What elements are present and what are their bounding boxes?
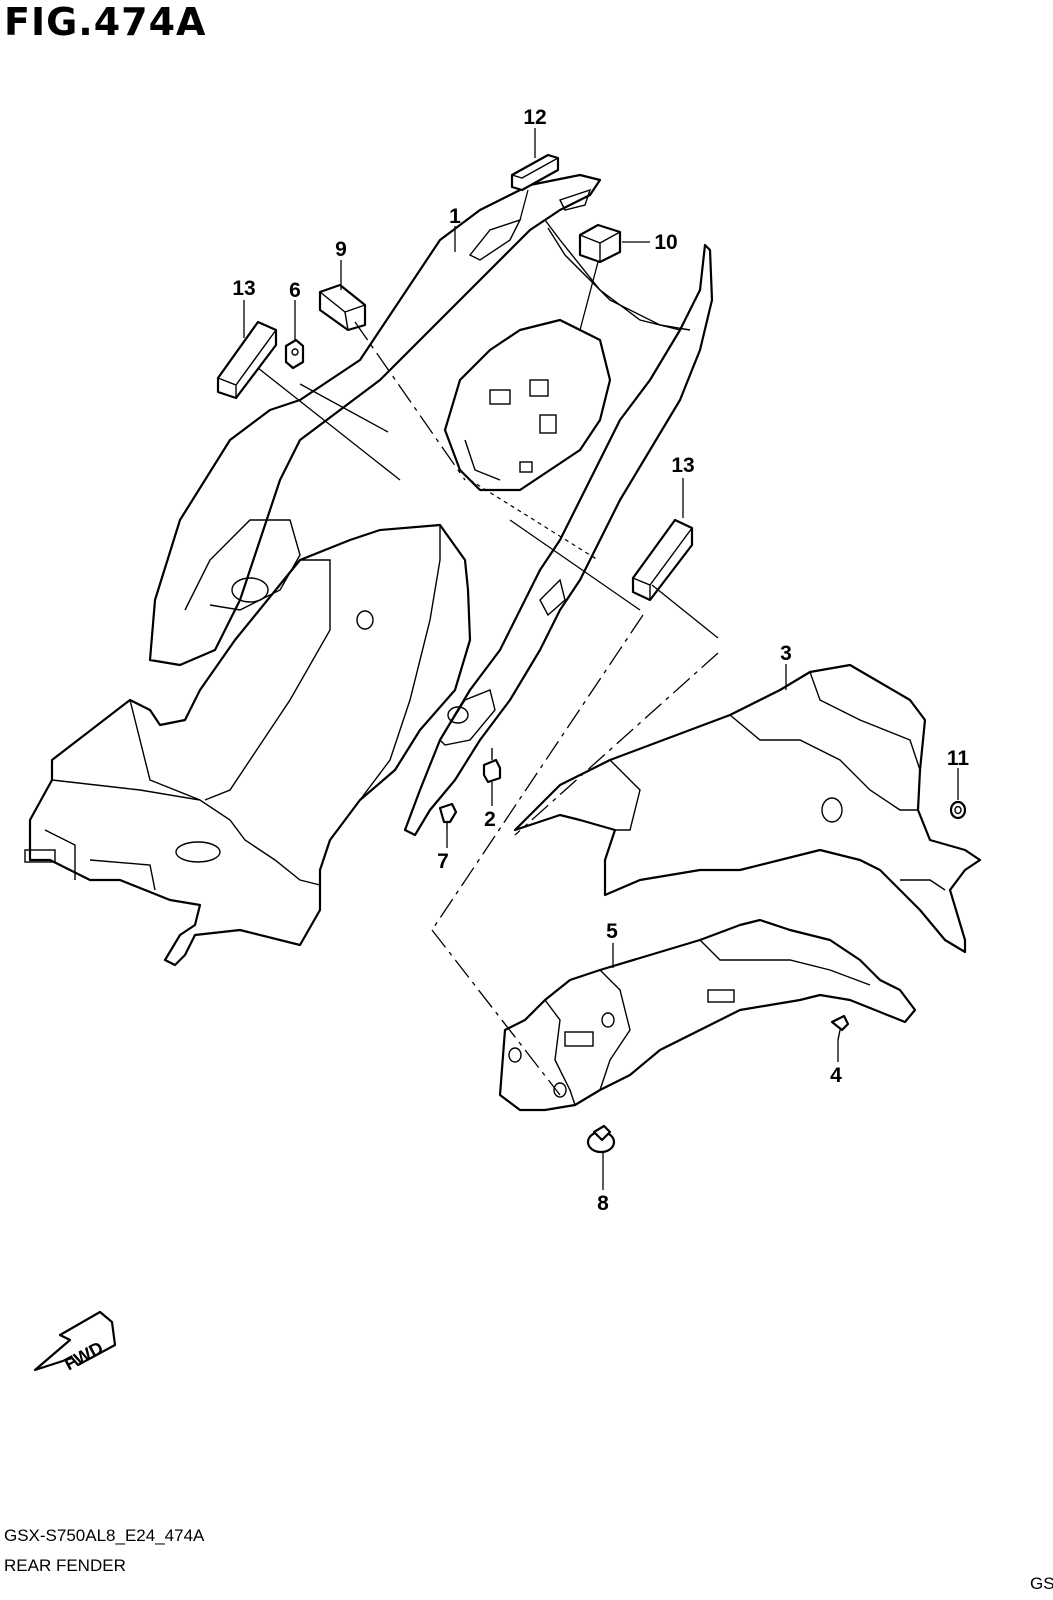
callout-13-left: 13: [232, 277, 255, 300]
assembly-dash-lines: [354, 321, 719, 1096]
callout-10: 10: [654, 231, 677, 254]
part-12-pad[interactable]: [510, 153, 560, 192]
callout-2: 2: [484, 808, 496, 831]
callout-9: 9: [335, 238, 347, 261]
part-4-screw[interactable]: [830, 1014, 850, 1041]
part-7-screw[interactable]: [438, 802, 458, 830]
callout-12: 12: [523, 106, 546, 129]
callout-11: 11: [947, 747, 970, 770]
callout-4: 4: [830, 1064, 842, 1087]
callout-6: 6: [289, 279, 301, 302]
callout-5: 5: [606, 920, 618, 943]
callout-8: 8: [597, 1192, 609, 1215]
callout-13-right: 13: [671, 454, 694, 477]
callout-7: 7: [437, 850, 449, 873]
leader-lines: [243, 128, 959, 1190]
part-13-right-sponge[interactable]: [631, 518, 694, 602]
part-6-clip[interactable]: [284, 338, 305, 370]
part-9-pad[interactable]: [318, 283, 367, 332]
part-1-rear-fender[interactable]: [24, 523, 472, 967]
corner-label: GS: [1030, 1574, 1053, 1593]
part-1-seat-rail: [544, 219, 691, 331]
figure-code: GSX-S750AL8_E24_474A: [4, 1526, 205, 1545]
mounting-tray: [443, 318, 612, 492]
part-1-left-wing: [148, 173, 602, 667]
part-1-right-arm: [403, 243, 714, 837]
figure-name: REAR FENDER: [4, 1556, 126, 1575]
part-11-nut[interactable]: [949, 800, 967, 820]
part-10-pad[interactable]: [578, 223, 622, 264]
part-5-fender-lower[interactable]: [498, 918, 917, 1112]
fwd-arrow-icon: FWD: [33, 1310, 117, 1374]
callout-3: 3: [780, 642, 792, 665]
figure-title: FIG.474A: [4, 0, 207, 44]
callout-labels: 12 1 10 9 13 6 13 3 11 2 7 5 4 8: [232, 106, 969, 1215]
callout-1: 1: [449, 205, 461, 228]
part-2-bolt[interactable]: [482, 748, 502, 784]
part-3-rear-cover[interactable]: [513, 663, 982, 954]
part-8-bolt[interactable]: [586, 1124, 616, 1154]
part-13-left-sponge[interactable]: [216, 320, 278, 400]
